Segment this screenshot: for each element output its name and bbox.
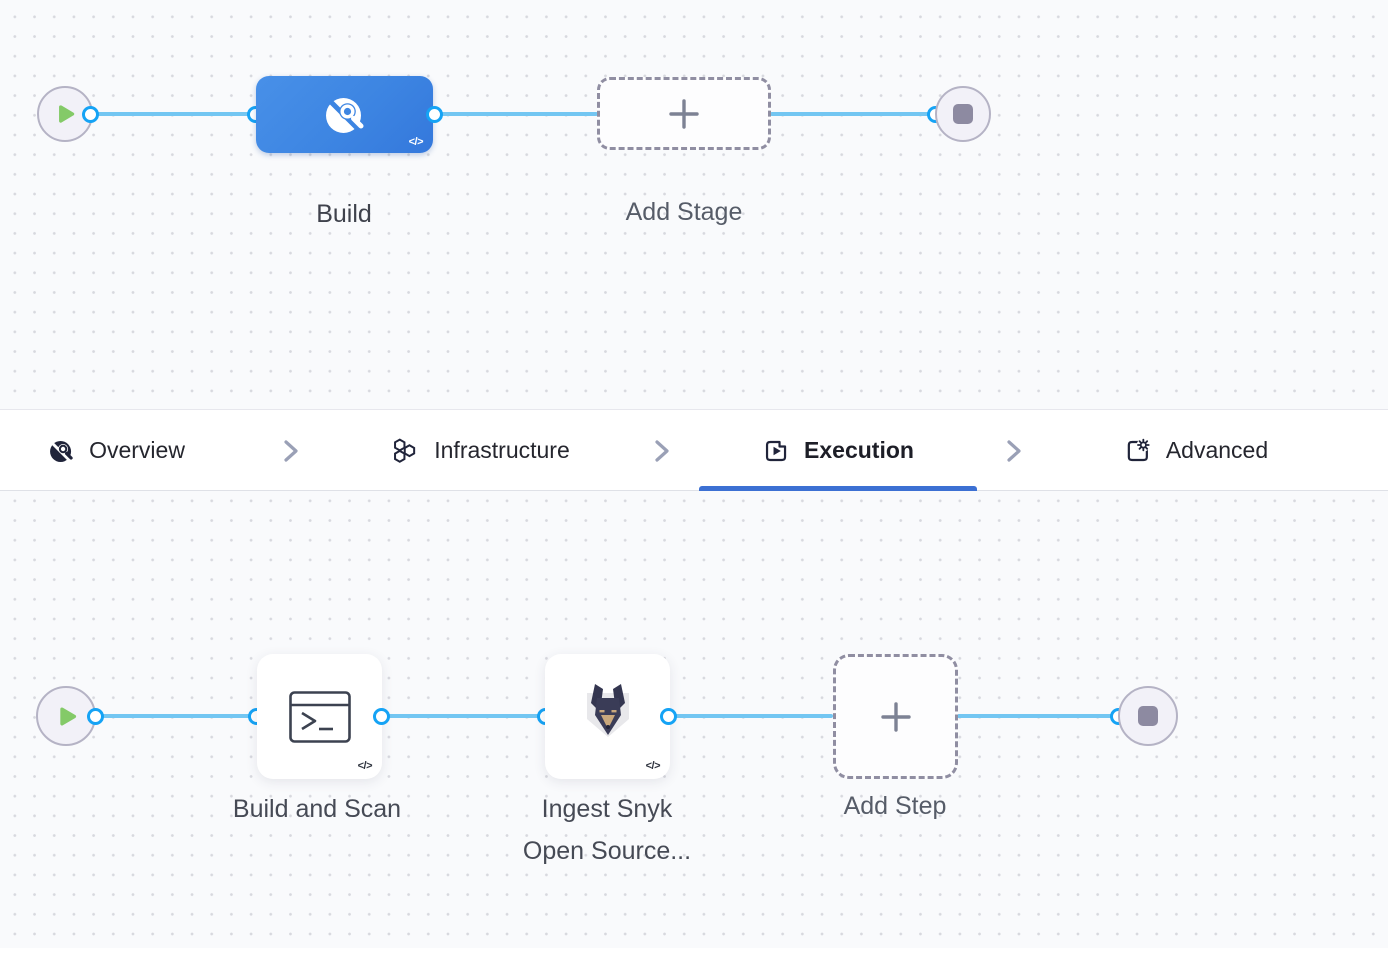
tab-separator (280, 410, 300, 491)
pipeline-end-node (935, 86, 991, 142)
tab-advanced[interactable]: Advanced (1124, 410, 1268, 491)
edge-line (957, 714, 1119, 718)
tab-separator (651, 410, 671, 491)
edge-line (381, 714, 545, 718)
execution-end-node (1118, 686, 1178, 746)
ci-build-icon (325, 97, 363, 133)
step-node-ingest-snyk[interactable]: </> (545, 654, 670, 779)
play-icon (59, 105, 75, 123)
edge-line (90, 112, 256, 116)
connector-dot[interactable] (372, 707, 390, 725)
step-label-add-step: Add Step (843, 792, 947, 820)
step-label-ingest-snyk: Ingest Snyk Open Source... (522, 795, 692, 865)
step-label-build-and-scan: Build and Scan (232, 795, 402, 823)
tab-infrastructure[interactable]: Infrastructure (390, 410, 570, 491)
chevron-right-icon (1007, 439, 1021, 462)
ci-overview-icon (50, 440, 73, 462)
code-badge: </> (408, 136, 424, 148)
execution-start-node (36, 686, 96, 746)
chevron-right-icon (284, 439, 298, 462)
bottom-edge-strip (0, 948, 1388, 954)
stage-node-build[interactable]: </> (256, 76, 433, 153)
edge-line (95, 714, 257, 718)
infrastructure-hexagons-icon (394, 437, 416, 463)
stage-label-add-stage: Add Stage (625, 198, 743, 226)
active-tab-underline (699, 486, 977, 491)
plus-icon (669, 98, 699, 129)
tab-label: Advanced (1165, 437, 1269, 463)
tab-label: Infrastructure (434, 437, 570, 463)
stage-tabbar: Overview Infrastructure E (0, 409, 1388, 491)
step-node-build-and-scan[interactable]: </> (257, 654, 382, 779)
connector-dot[interactable] (425, 105, 443, 123)
tab-label: Overview (89, 437, 185, 463)
tab-execution[interactable]: Execution (762, 410, 914, 491)
plus-icon (880, 701, 911, 732)
add-step-button[interactable] (833, 654, 958, 779)
stage-canvas: </> Build Add Stage (0, 0, 1388, 409)
tab-label: Execution (804, 437, 914, 463)
play-icon (59, 707, 76, 725)
chevron-right-icon (655, 439, 669, 462)
tab-overview[interactable]: Overview (47, 410, 185, 491)
connector-dot[interactable] (659, 707, 677, 725)
edge-line (433, 112, 598, 116)
edge-line (668, 714, 833, 718)
tab-separator (1003, 410, 1023, 491)
terminal-icon (288, 690, 351, 743)
connector-dot[interactable] (81, 105, 99, 123)
stop-icon (953, 104, 973, 124)
snyk-doberman-icon (586, 683, 629, 737)
stop-icon (1138, 706, 1158, 726)
add-stage-button[interactable] (597, 77, 771, 150)
execution-play-icon (765, 440, 787, 461)
code-badge: </> (645, 760, 661, 772)
execution-canvas: </> </> (0, 491, 1388, 954)
advanced-gear-icon (1127, 437, 1150, 461)
edge-line (770, 112, 936, 116)
code-badge: </> (357, 760, 373, 772)
stage-label-build: Build (316, 200, 372, 228)
connector-dot[interactable] (86, 707, 104, 725)
